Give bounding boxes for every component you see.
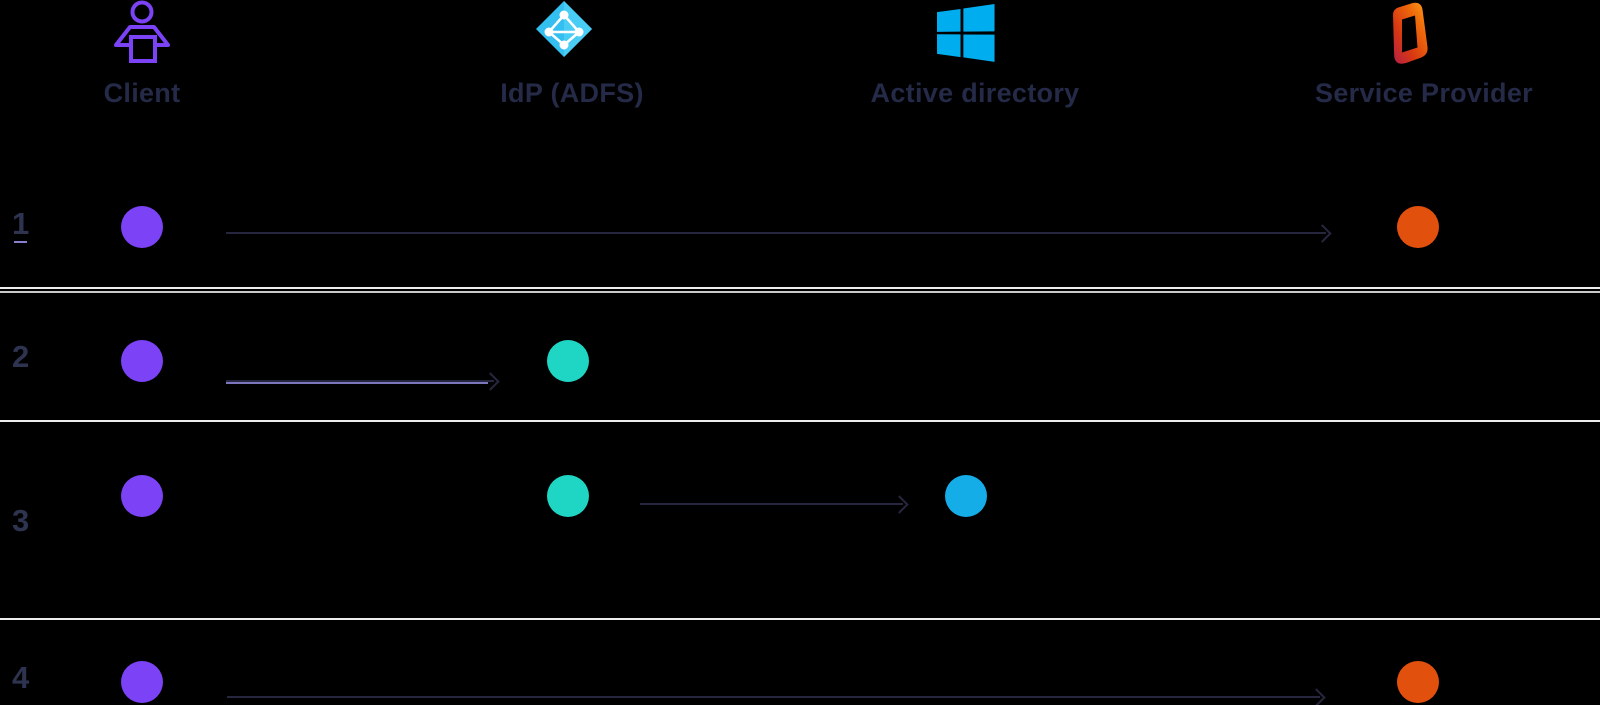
arrow-client-to-service-provider — [227, 696, 1320, 698]
lane-separator — [0, 291, 1600, 293]
service-provider-dot — [1397, 206, 1439, 248]
client-dot — [121, 340, 163, 382]
step-number: 2 — [12, 339, 30, 374]
column-label-service-provider: Service Provider — [1315, 78, 1533, 108]
arrow-client-to-service-provider — [226, 232, 1326, 234]
lane-separator — [0, 420, 1600, 422]
lane-separator — [0, 287, 1600, 289]
client-dot — [121, 475, 163, 517]
office-icon — [1381, 2, 1431, 64]
person-icon — [114, 0, 170, 66]
service-provider-dot — [1397, 661, 1439, 703]
active-directory-dot — [945, 475, 987, 517]
step-number-underline — [14, 241, 27, 243]
step-number: 1 — [12, 206, 30, 241]
idp-dot — [547, 340, 589, 382]
column-label-idp: IdP (ADFS) — [500, 78, 644, 108]
lane-separator — [0, 618, 1600, 620]
column-label-client: Client — [103, 78, 181, 108]
step-number: 4 — [12, 660, 30, 695]
idp-dot — [547, 475, 589, 517]
step-number: 3 — [12, 503, 30, 538]
client-dot — [121, 661, 163, 703]
column-label-active-directory: Active directory — [870, 78, 1080, 108]
client-dot — [121, 206, 163, 248]
arrow-client-to-idp — [226, 380, 494, 384]
arrow-idp-to-active-directory — [640, 503, 903, 505]
windows-icon — [937, 4, 995, 62]
azure-ad-icon — [536, 1, 592, 57]
